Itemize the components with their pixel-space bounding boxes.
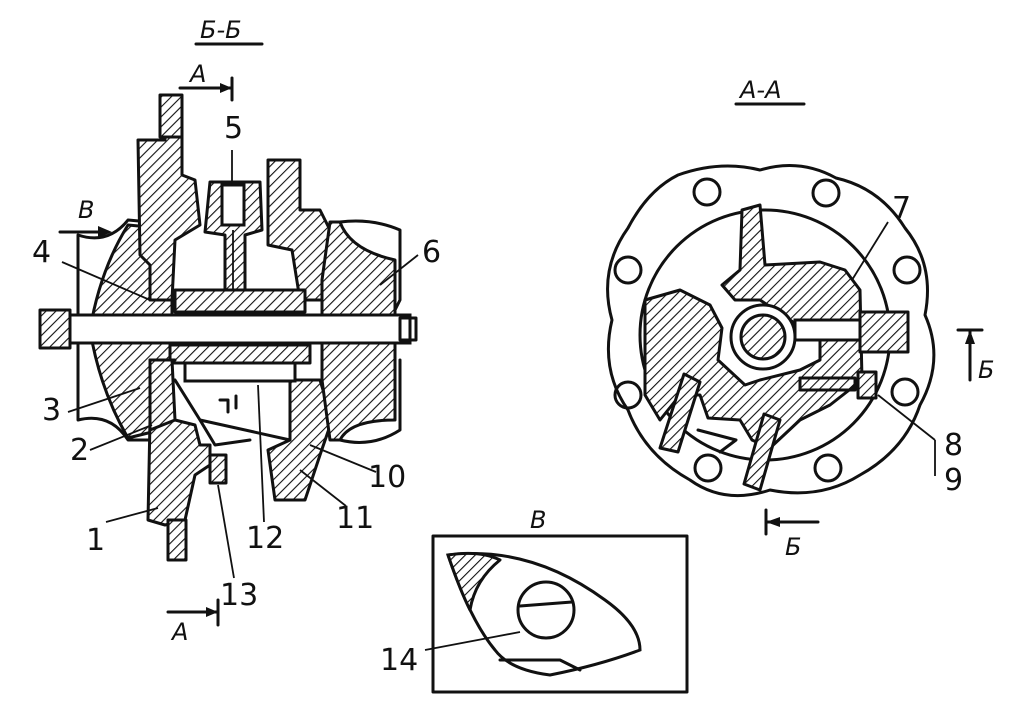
detail-v-view bbox=[424, 534, 689, 694]
cut-label-a-top: А bbox=[188, 60, 206, 88]
cut-label-b-right: Б bbox=[978, 356, 994, 384]
callout-1: 1 bbox=[86, 523, 105, 558]
section-title-aa: А-А bbox=[738, 76, 782, 104]
bearing-sleeve bbox=[168, 343, 312, 365]
oil-channel bbox=[793, 318, 862, 342]
detail-blade-hatch bbox=[446, 551, 502, 612]
detail-title-v: В bbox=[530, 506, 546, 534]
stud-bottom bbox=[166, 518, 188, 562]
rotor-shaft bbox=[38, 313, 412, 345]
section-bb-view bbox=[38, 76, 419, 627]
drain-symbol-right bbox=[696, 428, 738, 454]
oil-drain-symbol bbox=[218, 394, 238, 414]
cut-label-b-bottom: Б bbox=[785, 533, 801, 561]
callout-4: 4 bbox=[32, 235, 51, 270]
flange-bolt-holes bbox=[613, 177, 922, 483]
shaft-nut bbox=[38, 308, 72, 350]
callout-14: 14 bbox=[380, 643, 418, 678]
bearing-housing-bottom bbox=[146, 418, 212, 527]
seal-ring bbox=[148, 358, 177, 432]
detail-port-circle bbox=[516, 580, 576, 640]
callout-6: 6 bbox=[422, 235, 441, 270]
bearing-top bbox=[173, 288, 307, 314]
view-label-v: В bbox=[78, 196, 94, 224]
nut-9 bbox=[856, 370, 878, 400]
section-title-bb: Б-Б bbox=[200, 16, 242, 44]
stud-top bbox=[158, 93, 184, 139]
callout-12: 12 bbox=[246, 521, 284, 556]
shaft-end bbox=[398, 316, 418, 342]
leader-lines-left bbox=[61, 150, 419, 579]
shaft-section-core bbox=[739, 313, 787, 361]
oil-fitting-7 bbox=[858, 310, 910, 354]
stud-8 bbox=[798, 376, 857, 392]
callout-7: 7 bbox=[892, 191, 911, 226]
callout-9: 9 bbox=[944, 463, 963, 498]
labels: Б-Б А-А В А А Б Б В 4 3 2 1 5 6 10 11 12… bbox=[32, 16, 994, 678]
callout-3: 3 bbox=[42, 393, 61, 428]
callout-10: 10 bbox=[368, 460, 406, 495]
bearing-gap bbox=[183, 361, 297, 383]
callout-8: 8 bbox=[944, 428, 963, 463]
callout-2: 2 bbox=[70, 433, 89, 468]
callout-13: 13 bbox=[220, 578, 258, 613]
oil-fitting-lower-right bbox=[742, 412, 782, 492]
turbine-wheel-blade-outline bbox=[338, 219, 402, 444]
drain-plug bbox=[208, 453, 228, 485]
callout-11: 11 bbox=[336, 501, 374, 536]
oil-fitting-lower-left bbox=[658, 372, 702, 454]
section-aa-view bbox=[606, 164, 984, 536]
cut-label-a-bottom: А bbox=[170, 618, 188, 646]
detail-frame bbox=[431, 534, 689, 694]
flange-outline bbox=[606, 164, 936, 498]
callout-5: 5 bbox=[224, 111, 243, 146]
turbine-housing-bottom bbox=[266, 378, 334, 502]
leader-lines-right bbox=[851, 221, 936, 476]
oil-inlet-bore bbox=[220, 183, 246, 227]
